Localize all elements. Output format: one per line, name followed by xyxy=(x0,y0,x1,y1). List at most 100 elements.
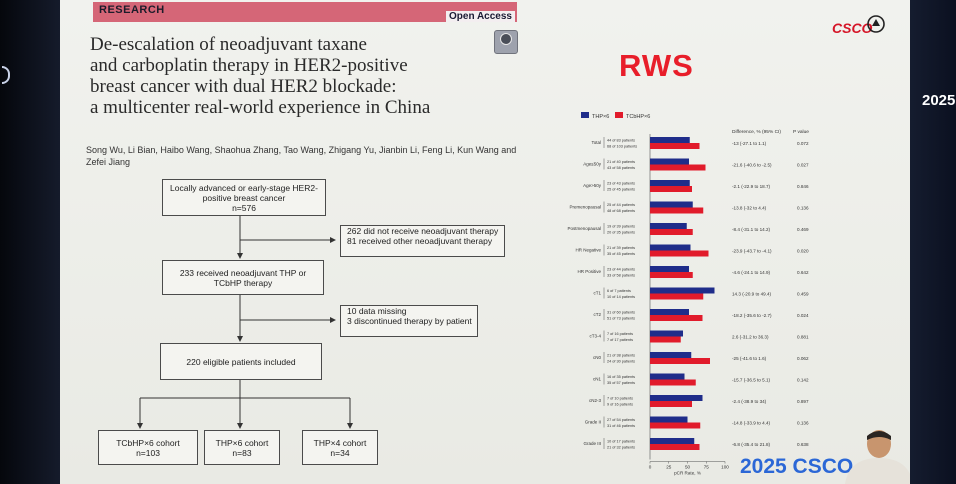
paper-title: De-escalation of neoadjuvant taxane and … xyxy=(90,34,470,118)
row-difference-value: -2.4 (-38.9 to 34) xyxy=(732,399,767,404)
projection-screen: RESEARCH Open Access De-escalation of ne… xyxy=(60,0,910,484)
bar-thp6 xyxy=(650,266,689,272)
row-group-label: cN0 xyxy=(593,355,601,360)
flow-exclusion-1-line2: 81 received other neoadjuvant therapy xyxy=(347,236,493,246)
row-p-value: 0.638 xyxy=(797,442,809,447)
bar-tcbhp6 xyxy=(650,315,703,321)
flow-box-eligible: 220 eligible patients included xyxy=(160,343,322,380)
row-group-label: HR Negative xyxy=(575,248,601,253)
title-line-2: and carboplatin therapy in HER2-positive xyxy=(90,55,408,76)
flow-box-exclusion-1: 262 did not receive neoadjuvant therapy … xyxy=(340,225,505,257)
row-tcbhp-count: 25 of 45 patients xyxy=(607,188,635,192)
row-difference-value: -21.6 (-40.6 to -2.5) xyxy=(732,163,772,168)
row-thp-count: 10 of 17 patients xyxy=(607,440,635,444)
x-tick-label: 25 xyxy=(666,465,672,470)
row-difference-value: -13.8 (-32 to 4.4) xyxy=(732,206,767,211)
legend-swatch-thp6 xyxy=(581,112,589,118)
row-thp-count: 25 of 44 patients xyxy=(607,203,635,207)
flow-eligible-text: 220 eligible patients included xyxy=(186,356,296,367)
flow-exclusion-1-line1: 262 did not receive neoadjuvant therapy xyxy=(347,226,499,236)
title-line-3: breast cancer with dual HER2 blockade: xyxy=(90,76,397,97)
flow-treated-line2: TCbHP therapy xyxy=(213,277,273,288)
cohort-thp6-n: n=83 xyxy=(232,447,252,458)
legend-label-thp6: THP×6 xyxy=(592,114,609,120)
x-tick-label: 0 xyxy=(649,465,652,470)
bar-thp6 xyxy=(650,309,689,315)
column-header-p: P value xyxy=(793,129,809,135)
column-header-difference: Difference, % (95% CI) xyxy=(732,129,781,135)
row-thp-count: 6 of 7 patients xyxy=(607,289,631,293)
bar-tcbhp6 xyxy=(650,422,701,429)
presenter-figure xyxy=(845,430,910,484)
row-tcbhp-count: 35 of 57 patients xyxy=(607,381,635,385)
flow-box-treated: 233 received neoadjuvant THP or TCbHP th… xyxy=(162,260,324,295)
row-group-label: HR Positive xyxy=(577,269,601,274)
x-tick-label: 50 xyxy=(685,465,691,470)
bar-thp6 xyxy=(650,201,693,208)
bar-thp6 xyxy=(650,438,695,444)
row-p-value: 0.136 xyxy=(797,421,809,426)
flow-box-population-line1: Locally advanced or early-stage HER2- xyxy=(170,182,318,193)
row-group-label: Total xyxy=(591,140,601,145)
row-difference-value: -23.9 (-43.7 to -4.1) xyxy=(732,249,772,254)
rws-stamp: RWS xyxy=(619,48,694,83)
row-thp-count: 27 of 54 patients xyxy=(607,418,635,422)
row-thp-count: 23 of 44 patients xyxy=(607,268,635,272)
flow-box-cohort-thp4: THP×4 cohort n=34 xyxy=(302,430,378,465)
row-difference-value: 14.3 (-20.9 to 49.4) xyxy=(732,292,772,297)
x-tick-label: 75 xyxy=(704,465,710,470)
row-difference-value: -13 (-27.1 to 1.1) xyxy=(732,141,767,146)
row-thp-count: 31 of 60 patients xyxy=(607,311,635,315)
cohort-thp6-label: THP×6 cohort xyxy=(215,437,269,448)
bar-thp6 xyxy=(650,223,687,229)
row-tcbhp-count: 7 of 17 patients xyxy=(607,338,633,342)
cohort-tcbhp6-label: TCbHP×6 cohort xyxy=(116,437,180,448)
row-difference-value: -8.4 (-31.1 to 14.2) xyxy=(732,227,771,232)
row-tcbhp-count: 68 of 103 patients xyxy=(607,145,637,149)
row-p-value: 0.846 xyxy=(797,184,809,189)
row-p-value: 0.024 xyxy=(797,313,809,318)
row-tcbhp-count: 48 of 68 patients xyxy=(607,209,635,213)
bar-tcbhp6 xyxy=(650,444,700,450)
row-p-value: 0.642 xyxy=(797,270,809,275)
row-difference-value: -14.8 (-33.9 to 4.4) xyxy=(732,421,771,426)
bar-thp6 xyxy=(650,158,689,165)
row-thp-count: 21 of 39 patients xyxy=(607,246,635,250)
bar-tcbhp6 xyxy=(650,207,704,214)
row-group-label: Grade III xyxy=(583,441,601,446)
row-group-label: cN2-3 xyxy=(589,398,602,403)
author-line-1: Song Wu, Li Bian, Haibo Wang, Shaohua Zh… xyxy=(86,145,517,155)
row-tcbhp-count: 21 of 32 patients xyxy=(607,446,635,450)
row-thp-count: 16 of 35 patients xyxy=(607,375,635,379)
row-group-label: cT3-4 xyxy=(589,334,601,339)
flow-exclusion-2-line1: 10 data missing xyxy=(347,306,407,316)
author-list: Song Wu, Li Bian, Haibo Wang, Shaohua Zh… xyxy=(86,144,526,168)
flow-box-population: Locally advanced or early-stage HER2- po… xyxy=(162,179,326,216)
row-group-label: cN1 xyxy=(593,377,601,382)
bar-tcbhp6 xyxy=(650,164,706,171)
flow-box-population-line3: n=576 xyxy=(232,202,256,213)
open-access-label: Open Access xyxy=(446,11,515,22)
check-for-updates-icon xyxy=(494,30,518,54)
row-difference-value: 2.6 (-31.2 to 36.3) xyxy=(732,335,769,340)
row-p-value: 0.897 xyxy=(797,399,809,404)
x-tick-label: 100 xyxy=(721,465,729,470)
csco-logo-mark-icon xyxy=(867,15,885,33)
left-dark-wall xyxy=(0,0,60,484)
bar-thp6 xyxy=(650,330,683,337)
row-difference-value: -6.8 (-35.4 to 21.8) xyxy=(732,442,771,447)
row-p-value: 0.027 xyxy=(797,163,809,168)
flow-treated-line1: 233 received neoadjuvant THP or xyxy=(179,267,307,278)
row-thp-count: 21 of 40 patients xyxy=(607,160,635,164)
section-label: RESEARCH xyxy=(99,4,165,16)
journal-banner: RESEARCH Open Access xyxy=(93,2,517,22)
row-tcbhp-count: 24 of 30 patients xyxy=(607,360,635,364)
bar-thp6 xyxy=(650,137,690,143)
bar-thp6 xyxy=(650,395,703,401)
row-group-label: Premenopausal xyxy=(569,205,601,210)
row-p-value: 0.136 xyxy=(797,206,809,211)
flow-box-cohort-thp6: THP×6 cohort n=83 xyxy=(204,430,280,465)
flow-exclusion-2-line2: 3 discontinued therapy by patient xyxy=(347,316,472,326)
row-difference-value: -15.7 (-36.5 to 5.1) xyxy=(732,378,771,383)
